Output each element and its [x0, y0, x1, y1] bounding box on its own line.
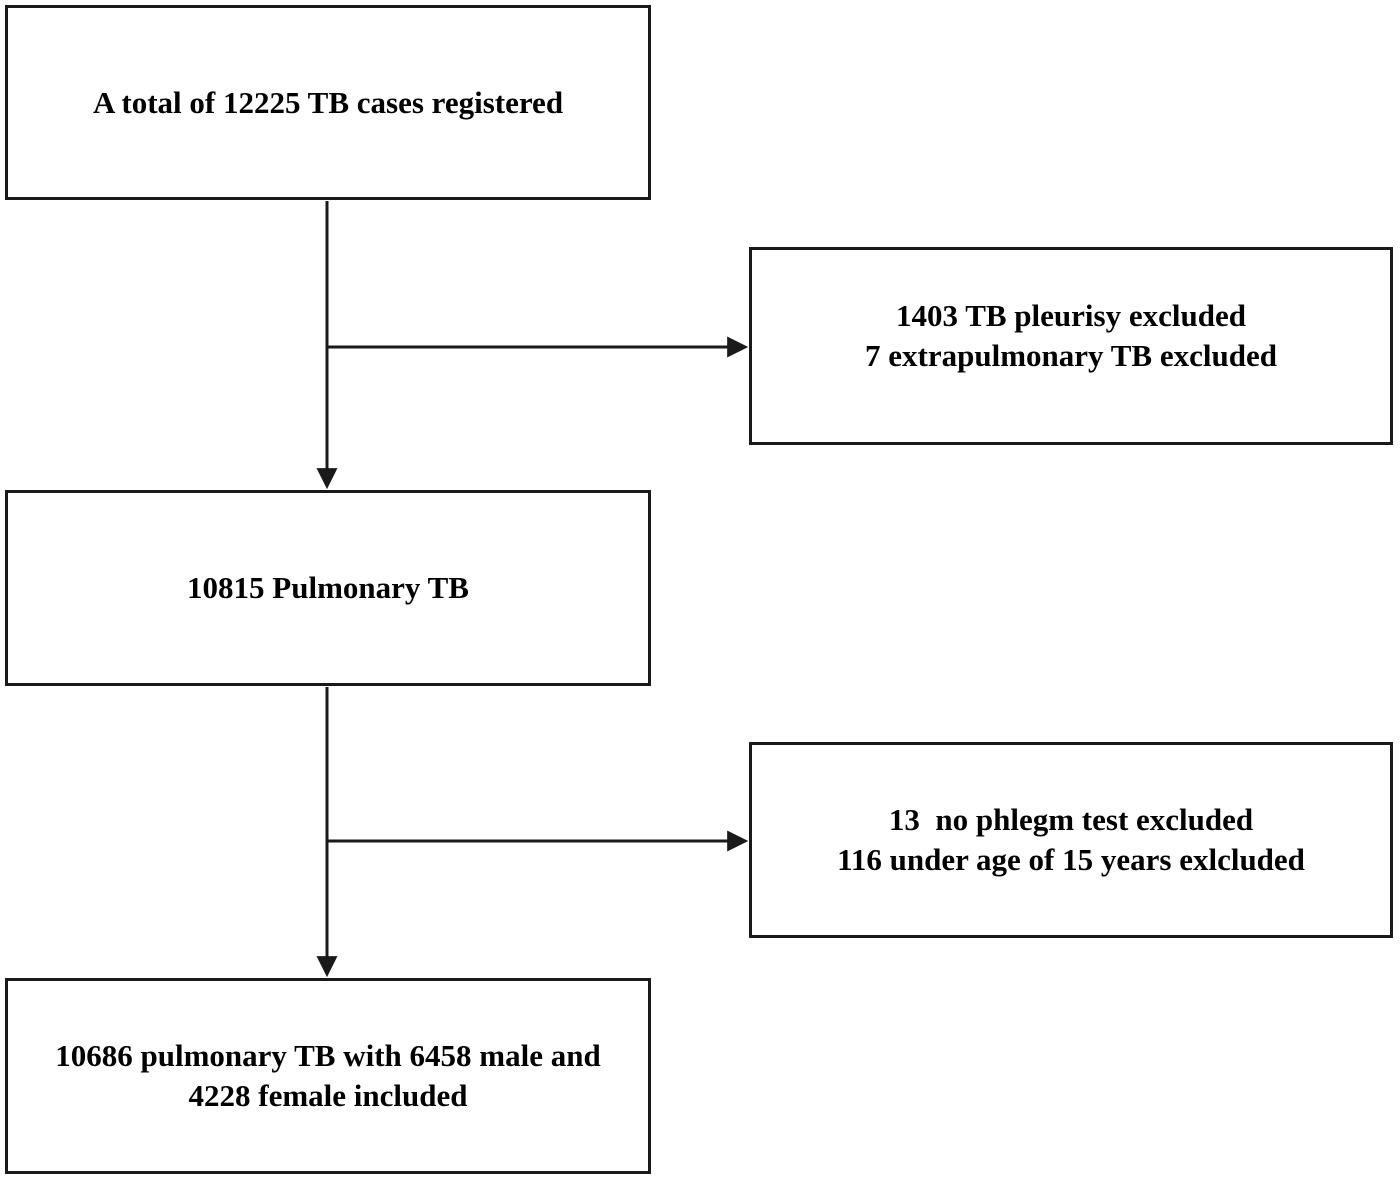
node-excluded-phlegm-line-2: 116 under age of 15 years exlcluded	[837, 842, 1305, 877]
node-included-final: 10686 pulmonary TB with 6458 male and 42…	[5, 978, 651, 1174]
node-included-final-line-2: 4228 female included	[188, 1078, 468, 1113]
node-pulmonary-tb-text: 10815 Pulmonary TB	[187, 570, 469, 605]
node-excluded-pleurisy-line-1: 1403 TB pleurisy excluded	[896, 298, 1246, 333]
node-excluded-pleurisy: 1403 TB pleurisy excluded 7 extrapulmona…	[749, 247, 1393, 445]
node-pulmonary-tb: 10815 Pulmonary TB	[5, 490, 651, 686]
node-excluded-phlegm-line-1: 13 no phlegm test excluded	[888, 802, 1254, 837]
node-total-registered-text: A total of 12225 TB cases registered	[92, 84, 564, 120]
node-excluded-pleurisy-line-2: 7 extrapulmonary TB excluded	[865, 338, 1277, 373]
node-included-final-line-1: 10686 pulmonary TB with 6458 male and	[55, 1038, 601, 1073]
node-excluded-phlegm: 13 no phlegm test excluded 116 under age…	[749, 742, 1393, 938]
node-total-registered: A total of 12225 TB cases registered	[5, 5, 651, 200]
